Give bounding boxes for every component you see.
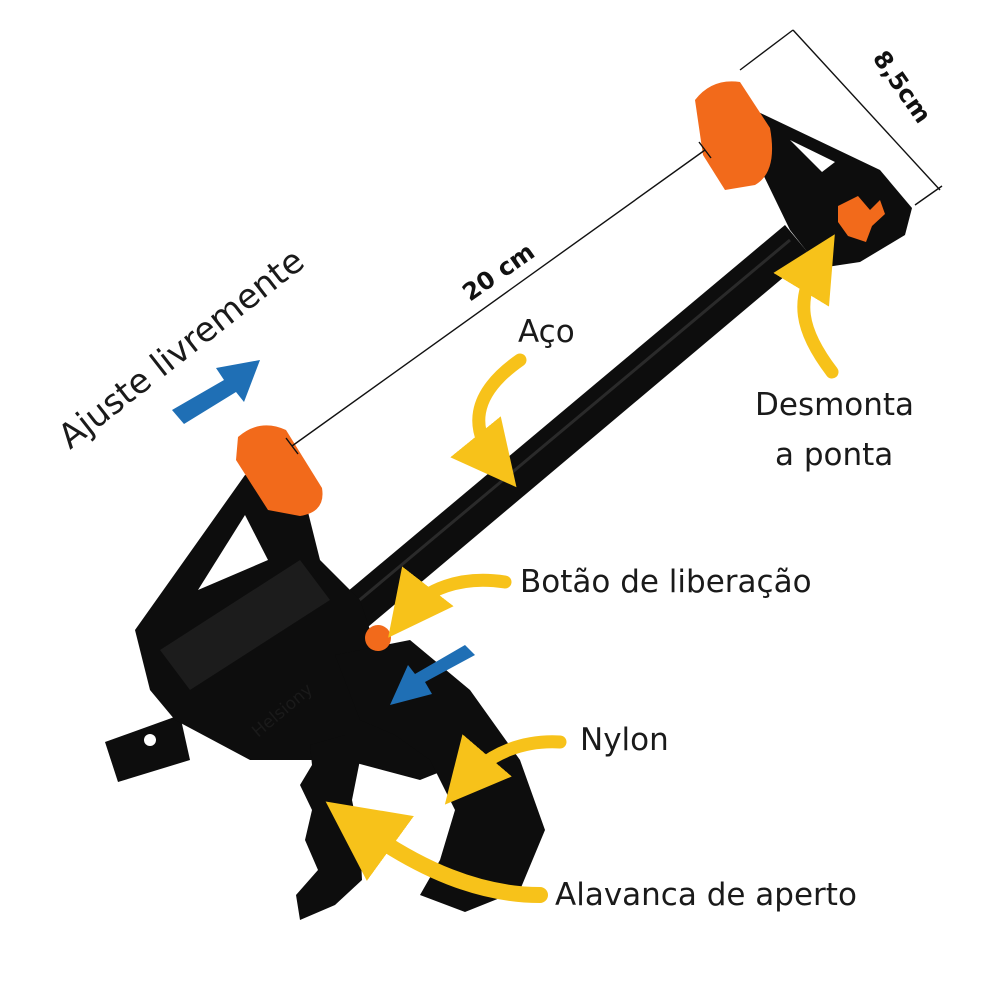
blue-arrow-up-right-icon	[172, 360, 260, 424]
bar-end	[105, 715, 190, 782]
dimension-length-label: 20 cm	[457, 238, 539, 307]
dimension-20cm: 20 cm	[285, 141, 712, 455]
release-button	[365, 625, 391, 651]
label-detach-line2: a ponta	[775, 437, 893, 473]
head-thumb-nut	[838, 196, 885, 242]
left-jaw-pad	[236, 425, 323, 516]
blue-arrow-slide	[172, 360, 260, 424]
pistol-grip	[335, 640, 545, 912]
head-slot	[790, 140, 835, 172]
yellow-callouts	[325, 234, 839, 903]
fixed-head	[750, 108, 912, 268]
label-squeeze-lever: Alavanca de aperto	[555, 877, 857, 913]
label-steel: Aço	[518, 314, 575, 350]
dimension-depth-label: 8,5cm	[867, 45, 937, 128]
right-jaw-pad	[695, 81, 773, 190]
arrow-to-release-icon	[388, 566, 512, 638]
clamp-illustration: Helsiony	[105, 81, 912, 920]
arrow-to-lever-icon	[325, 801, 548, 903]
arrow-to-head-icon	[773, 234, 839, 379]
label-release-button: Botão de liberação	[520, 564, 812, 600]
blue-arrow-press	[390, 645, 475, 705]
headline-adjust-freely: Ajuste livremente	[51, 241, 312, 457]
steel-bar	[230, 225, 810, 722]
jaw-window	[198, 515, 268, 590]
arrow-to-nylon-icon	[444, 734, 567, 805]
arrow-to-steel-icon	[450, 353, 527, 488]
label-nylon: Nylon	[580, 722, 669, 758]
blue-arrow-down-left-icon	[390, 645, 475, 705]
label-detach-line1: Desmonta	[755, 387, 914, 423]
